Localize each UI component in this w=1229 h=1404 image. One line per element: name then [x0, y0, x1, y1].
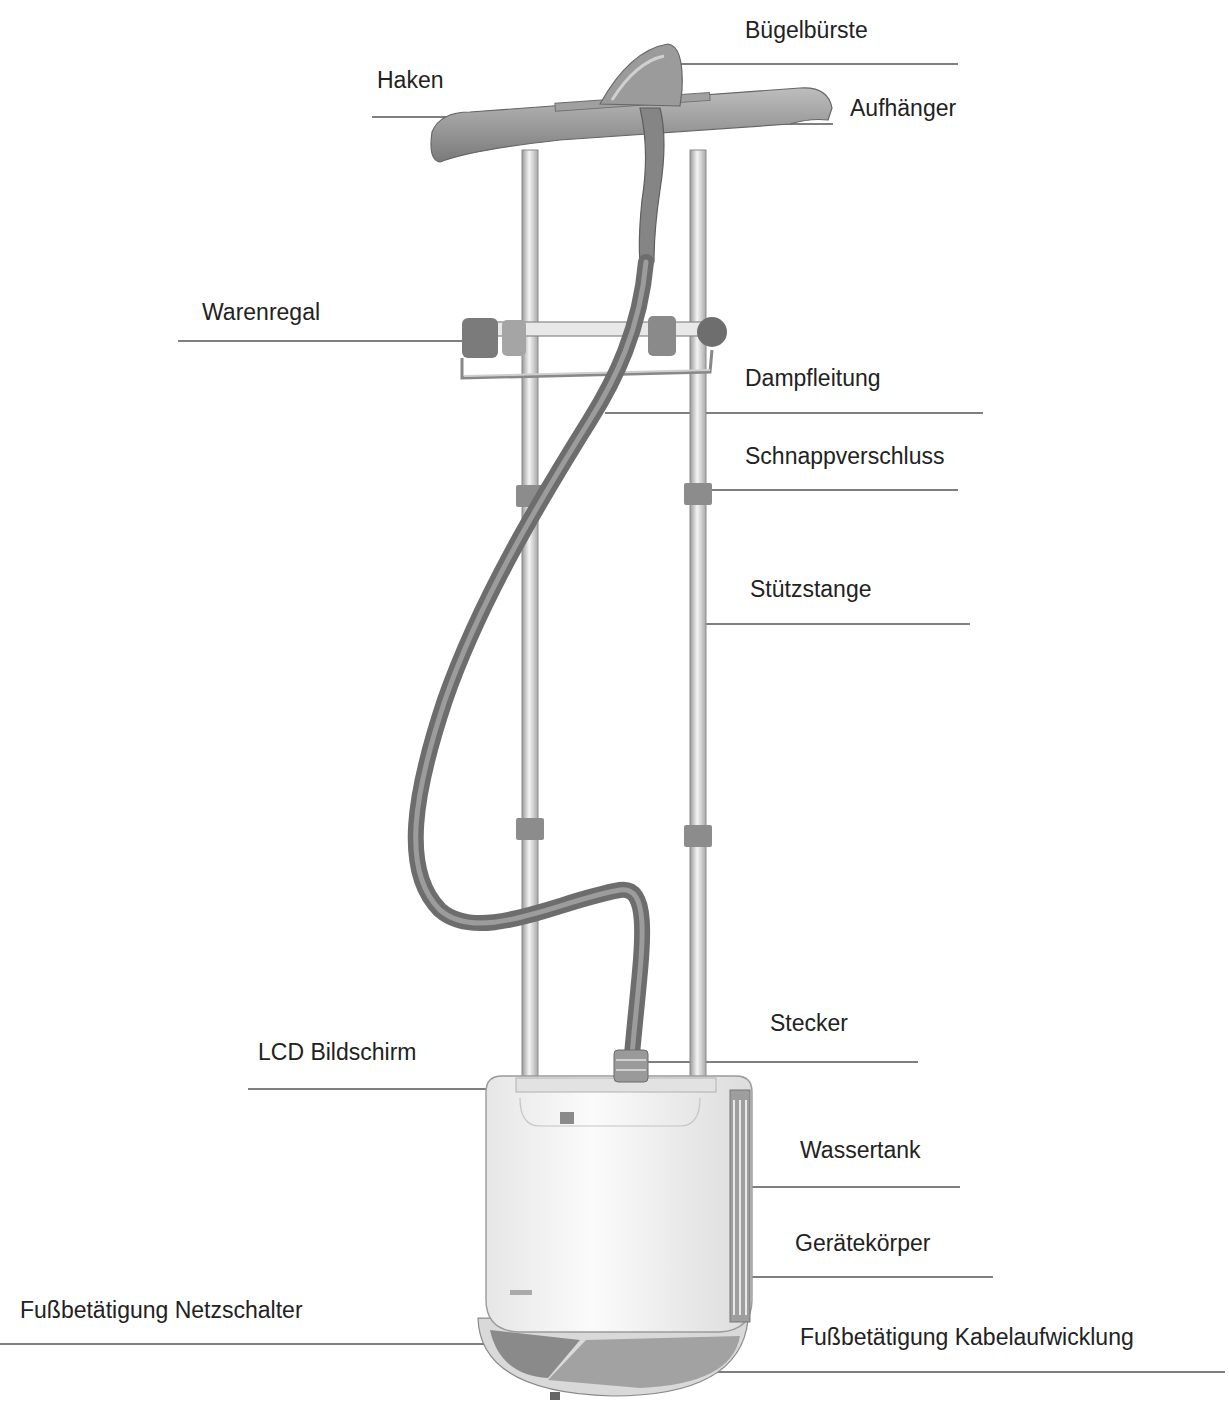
part-label: Stecker: [770, 1009, 848, 1037]
part-label: Fußbetätigung Kabelaufwicklung: [800, 1323, 1134, 1351]
part-label: Dampfleitung: [745, 364, 881, 392]
part-label: Warenregal: [202, 298, 320, 326]
steam-hose: [416, 262, 646, 1055]
part-label: LCD Bildschirm: [258, 1038, 416, 1066]
hose-highlight: [416, 262, 646, 1055]
part-label: Stützstange: [750, 575, 871, 603]
support-poles: [516, 150, 712, 1085]
part-label: Fußbetätigung Netzschalter: [20, 1296, 303, 1324]
garment-rack: [462, 316, 727, 378]
part-label: Haken: [377, 66, 443, 94]
leader-lines: [0, 64, 1225, 1372]
part-label: Bügelbürste: [745, 16, 868, 44]
part-label: Wassertank: [800, 1136, 921, 1164]
part-label: Aufhänger: [850, 94, 956, 122]
device-body: [486, 1050, 752, 1332]
ironing-brush: [600, 44, 682, 262]
part-label: Schnappverschluss: [745, 442, 944, 470]
part-label: Gerätekörper: [795, 1229, 931, 1257]
